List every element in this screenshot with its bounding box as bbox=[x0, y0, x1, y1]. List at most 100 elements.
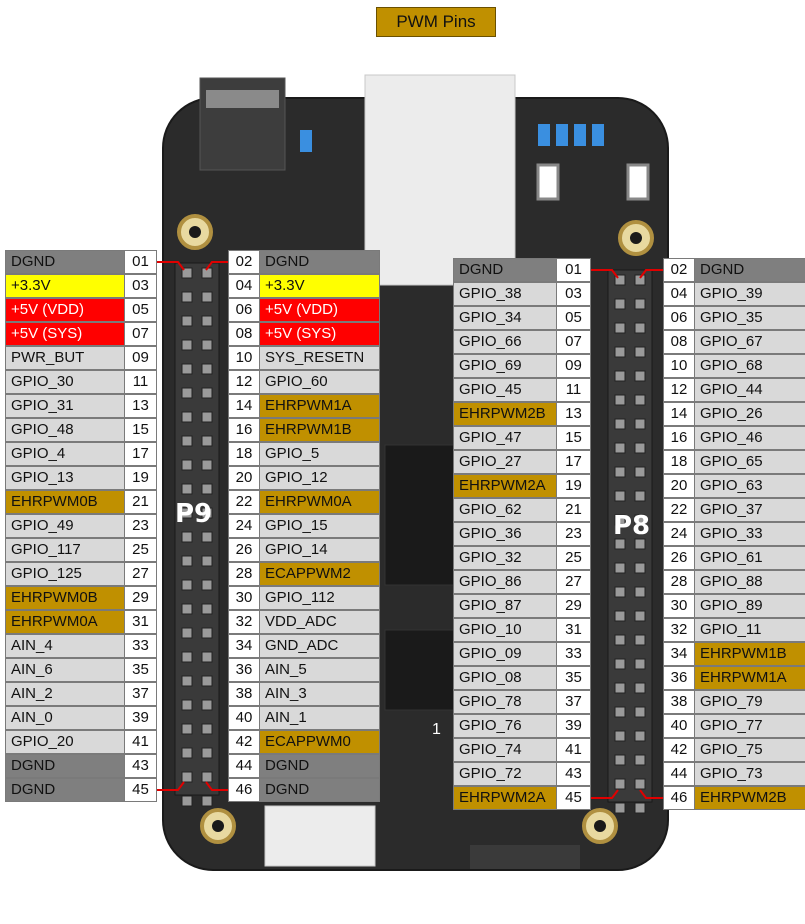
pin-function-label: DGND bbox=[694, 258, 805, 282]
pin-number: 33 bbox=[124, 634, 157, 658]
pin-function-label: EHRPWM1B bbox=[259, 418, 380, 442]
header-pin bbox=[614, 706, 626, 718]
pin-function-label: GPIO_49 bbox=[5, 514, 125, 538]
pin-number: 42 bbox=[663, 738, 695, 762]
pin-number: 26 bbox=[228, 538, 260, 562]
pin-function-label: DGND bbox=[5, 778, 125, 802]
user-led-3 bbox=[574, 124, 586, 146]
pin-number: 13 bbox=[556, 402, 591, 426]
pin-number: 35 bbox=[124, 658, 157, 682]
pin-function-label: GPIO_73 bbox=[694, 762, 805, 786]
header-pin bbox=[614, 322, 626, 334]
header-pin bbox=[181, 483, 193, 495]
reset-button bbox=[536, 163, 560, 201]
header-pin bbox=[614, 274, 626, 286]
header-pin bbox=[201, 531, 213, 543]
header-pin bbox=[614, 634, 626, 646]
p9-pin-row: +5V (VDD)05 bbox=[5, 298, 157, 322]
pin-function-label: GPIO_26 bbox=[694, 402, 805, 426]
header-pin bbox=[201, 795, 213, 807]
pin-function-label: EHRPWM2A bbox=[453, 786, 557, 810]
pin-number: 38 bbox=[228, 682, 260, 706]
pin-number: 23 bbox=[556, 522, 591, 546]
pin-function-label: GPIO_27 bbox=[453, 450, 557, 474]
pin-function-label: GPIO_37 bbox=[694, 498, 805, 522]
pin-number: 33 bbox=[556, 642, 591, 666]
p9-pin-row: +5V (SYS)08 bbox=[228, 322, 380, 346]
header-pin bbox=[181, 579, 193, 591]
pin-function-label: ECAPPWM0 bbox=[259, 730, 380, 754]
pin-number: 40 bbox=[663, 714, 695, 738]
header-pin bbox=[634, 802, 646, 814]
pin-function-label: GPIO_65 bbox=[694, 450, 805, 474]
header-pin bbox=[634, 778, 646, 790]
header-pin bbox=[181, 675, 193, 687]
header-pin bbox=[614, 562, 626, 574]
header-pin bbox=[181, 411, 193, 423]
pin-function-label: GPIO_63 bbox=[694, 474, 805, 498]
mount-hole-br-center bbox=[594, 820, 606, 832]
header-pin bbox=[181, 555, 193, 567]
header-pin bbox=[614, 682, 626, 694]
p9-pin46-leader bbox=[205, 781, 228, 791]
pin-number: 04 bbox=[228, 274, 260, 298]
user-led-1 bbox=[538, 124, 550, 146]
header-pin bbox=[201, 651, 213, 663]
pin-number: 02 bbox=[663, 258, 695, 282]
header-pin bbox=[634, 298, 646, 310]
header-pin bbox=[634, 394, 646, 406]
pin-function-label: GPIO_35 bbox=[694, 306, 805, 330]
pin-number: 16 bbox=[663, 426, 695, 450]
pin-function-label: GPIO_46 bbox=[694, 426, 805, 450]
header-pin bbox=[201, 603, 213, 615]
header-pin bbox=[181, 651, 193, 663]
pin-number: 16 bbox=[228, 418, 260, 442]
pin-function-label: +5V (VDD) bbox=[5, 298, 125, 322]
pin-number: 15 bbox=[556, 426, 591, 450]
pin-function-label: EHRPWM0A bbox=[259, 490, 380, 514]
header-pin bbox=[614, 586, 626, 598]
header-pin bbox=[614, 658, 626, 670]
header-pin bbox=[614, 346, 626, 358]
pin-number: 06 bbox=[663, 306, 695, 330]
header-pin bbox=[201, 459, 213, 471]
pin-number: 24 bbox=[663, 522, 695, 546]
header-pin bbox=[181, 363, 193, 375]
pin-function-label: GPIO_20 bbox=[5, 730, 125, 754]
user-led-4 bbox=[592, 124, 604, 146]
p9-pin-row: +5V (SYS)07 bbox=[5, 322, 157, 346]
diagram-title: PWM Pins bbox=[376, 7, 496, 37]
header-pin bbox=[634, 490, 646, 502]
header-pin bbox=[201, 363, 213, 375]
power-button bbox=[626, 163, 650, 201]
header-pin bbox=[181, 507, 193, 519]
pin-function-label: +3.3V bbox=[5, 274, 125, 298]
pin-function-label: GPIO_60 bbox=[259, 370, 380, 394]
pin-function-label: AIN_2 bbox=[5, 682, 125, 706]
pin-number: 41 bbox=[124, 730, 157, 754]
pin-number: 31 bbox=[556, 618, 591, 642]
pin-number: 19 bbox=[556, 474, 591, 498]
pin-function-label: DGND bbox=[259, 754, 380, 778]
pin-function-label: GPIO_62 bbox=[453, 498, 557, 522]
pin-number: 05 bbox=[556, 306, 591, 330]
header-pin bbox=[201, 723, 213, 735]
